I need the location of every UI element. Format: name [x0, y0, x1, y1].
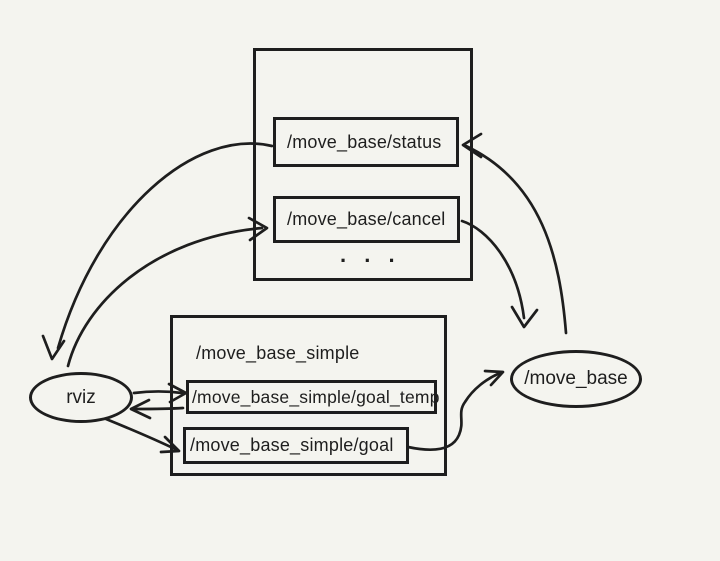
topic-label-goal: /move_base_simple/goal: [190, 435, 394, 455]
more-topics-ellipsis: . . .: [340, 242, 401, 267]
node-move-base: /move_base: [510, 350, 642, 408]
arrow-cancel-to-movebase-head: [510, 305, 539, 329]
topic-box-goal: /move_base_simple/goal: [183, 427, 409, 464]
simple-group-title: /move_base_simple: [196, 343, 360, 363]
topic-label-move-base-status: /move_base/status: [287, 131, 442, 152]
arrow-movebase-to-status-line: [464, 144, 568, 335]
arrow-rviz-to-goal-line: [104, 417, 177, 451]
node-move-base-label: /move_base: [524, 368, 628, 389]
topic-label-move-base-cancel: /move_base/cancel: [287, 209, 446, 229]
arrow-status-to-rviz-head: [41, 334, 66, 361]
topic-box-move-base-status: /move_base/status: [273, 117, 459, 167]
arrow-goaltemp-to-rviz-head: [129, 398, 152, 420]
node-rviz: rviz: [29, 372, 133, 423]
topic-box-goal-temp: /move_base_simple/goal_temp: [186, 380, 440, 414]
topic-box-move-base-cancel: /move_base/cancel: [273, 196, 460, 243]
arrow-goal-to-movebase-head: [483, 369, 505, 387]
node-rviz-label: rviz: [66, 386, 96, 408]
topic-label-goal-temp: /move_base_simple/goal_temp: [192, 386, 440, 407]
